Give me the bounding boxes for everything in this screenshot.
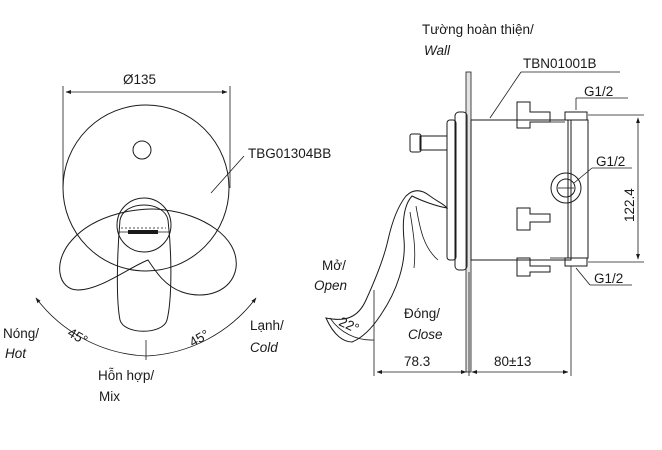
depth-dimensions: 78.3 80±13 [373,266,572,376]
angle-right: 45° [187,327,212,350]
angle-left: 45° [65,325,90,348]
handle-side [325,190,449,343]
cold-label: Lạnh/ [250,318,284,333]
close-label-en: Close [408,327,443,342]
plate-side [446,111,468,271]
cover-part-label: TBG01304BB [248,146,331,161]
height-dimension: 122.4 [588,114,644,263]
hot-label: Nóng/ [3,326,39,341]
plate-hole [132,140,152,160]
cold-label-en: Cold [250,340,278,355]
diameter-label: Ø135 [123,72,156,87]
thread-bottom: G1/2 [594,271,623,286]
spindle [409,133,448,153]
thread-top: G1/2 [584,84,613,99]
rotation-arc [35,297,257,360]
mix-label: Hỗn hợp/ [98,368,154,383]
body-part-label: TBN01001B [523,56,597,71]
mix-label-en: Mix [99,389,120,404]
body-leader [489,71,522,119]
close-label: Đóng/ [404,306,440,321]
depth-back-dim: 80±13 [494,354,531,369]
depth-front-dim: 78.3 [404,354,430,369]
open-arc [329,317,375,341]
valve-body [470,101,589,277]
handle-front [59,197,237,332]
open-label: Mở/ [322,258,346,273]
hot-label-en: Hot [5,346,27,361]
cover-leader [210,155,245,194]
wall-label-en: Wall [424,43,451,58]
wall-label: Tường hoàn thiện/ [422,22,534,37]
thread-mid: G1/2 [596,154,625,169]
diameter-dimension: Ø135 [62,72,231,188]
height-dim: 122.4 [622,188,637,222]
cover-plate [62,104,230,272]
open-label-en: Open [314,278,347,293]
front-view: Ø135 TBG01304BB 45° 45° Nóng/ Hot Lạnh/ [3,72,331,404]
angle-open: 22° [337,314,362,336]
side-view: Tường hoàn thiện/ Wall 22° Mở/ Open Đóng… [314,22,644,376]
